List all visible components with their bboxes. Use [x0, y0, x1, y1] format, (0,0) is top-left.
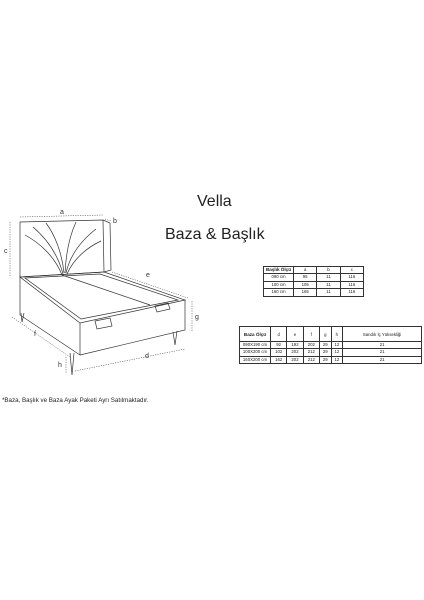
table-cell: 202 [286, 348, 304, 357]
table-cell: 11 [316, 273, 341, 282]
table-row: 090 cm 95 11 116 [263, 273, 365, 282]
table-row: 090X190 cm 92 192 202 29 12 21 [239, 340, 422, 350]
product-name: Vella [197, 193, 232, 210]
label-h: h [58, 362, 62, 369]
bed-dimension-drawing: a b c e f g h d [4, 209, 199, 376]
table-cell: 212 [302, 348, 321, 357]
table-cell: 192 [286, 340, 304, 350]
table-cell: 116 [339, 273, 365, 282]
label-a: a [60, 209, 64, 216]
headboard-size-table: Başlık Ölçü a b c 090 cm 95 11 116 100 c… [263, 265, 365, 297]
label-b: b [113, 218, 117, 225]
table-cell: 212 [302, 355, 321, 365]
table-cell: 29 [319, 355, 332, 365]
table-header: d [269, 326, 288, 342]
table-row: 160X200 cm 162 202 212 29 12 21 [239, 355, 422, 365]
table-cell: 29 [319, 348, 332, 357]
table-cell: 116 [339, 288, 365, 297]
table-header: f [302, 326, 321, 342]
table-cell: 165 [292, 288, 318, 297]
table-header: b [316, 265, 341, 275]
label-f: f [34, 331, 36, 338]
table-cell: 11 [316, 288, 341, 297]
table-header: Başlık Ölçü [263, 265, 294, 275]
table-header: g [319, 326, 332, 342]
table-header: e [286, 326, 304, 342]
footnote: *Baza, Başlık ve Baza Ayak Paketi Ayrı S… [2, 397, 149, 404]
table-cell: 090 cm [263, 273, 294, 282]
table-cell: 21 [342, 340, 422, 350]
table-cell: 202 [302, 340, 321, 350]
table-cell: 12 [330, 348, 344, 357]
table-cell: 12 [330, 355, 344, 365]
table-cell: 92 [269, 340, 288, 350]
table-cell: 12 [330, 340, 344, 350]
table-cell: 116 [339, 280, 365, 290]
table-cell: 21 [342, 355, 422, 365]
label-c: c [4, 248, 8, 255]
table-header: Sandık İç Yüksekliği [342, 326, 422, 342]
table-cell: 100 cm [263, 280, 294, 290]
table-cell: 160X200 cm [239, 355, 271, 365]
label-d: d [145, 353, 149, 360]
table-cell: 29 [319, 340, 332, 350]
label-g: g [195, 314, 199, 321]
table-cell: 162 [269, 355, 288, 365]
product-subtitle: Baza & Başlık [165, 226, 265, 243]
table-cell: 11 [316, 280, 341, 290]
table-row: 100X200 cm 102 202 212 29 12 21 [239, 348, 422, 357]
table-cell: 160 cm [263, 288, 294, 297]
table-header: Baza Ölçü [239, 326, 271, 342]
table-header: c [339, 265, 365, 275]
table-cell: 090X190 cm [239, 340, 271, 350]
table-header: a [292, 265, 318, 275]
table-row: 100 cm 105 11 116 [263, 280, 365, 290]
table-cell: 95 [292, 273, 318, 282]
base-size-table: Baza Ölçü d e f g h Sandık İç Yüksekliği… [239, 326, 422, 365]
table-header: h [330, 326, 344, 342]
table-cell: 100X200 cm [239, 348, 271, 357]
label-e: e [146, 272, 150, 279]
table-cell: 102 [269, 348, 288, 357]
table-cell: 21 [342, 348, 422, 357]
table-cell: 105 [292, 280, 318, 290]
table-cell: 202 [286, 355, 304, 365]
table-row: 160 cm 165 11 116 [263, 288, 365, 297]
